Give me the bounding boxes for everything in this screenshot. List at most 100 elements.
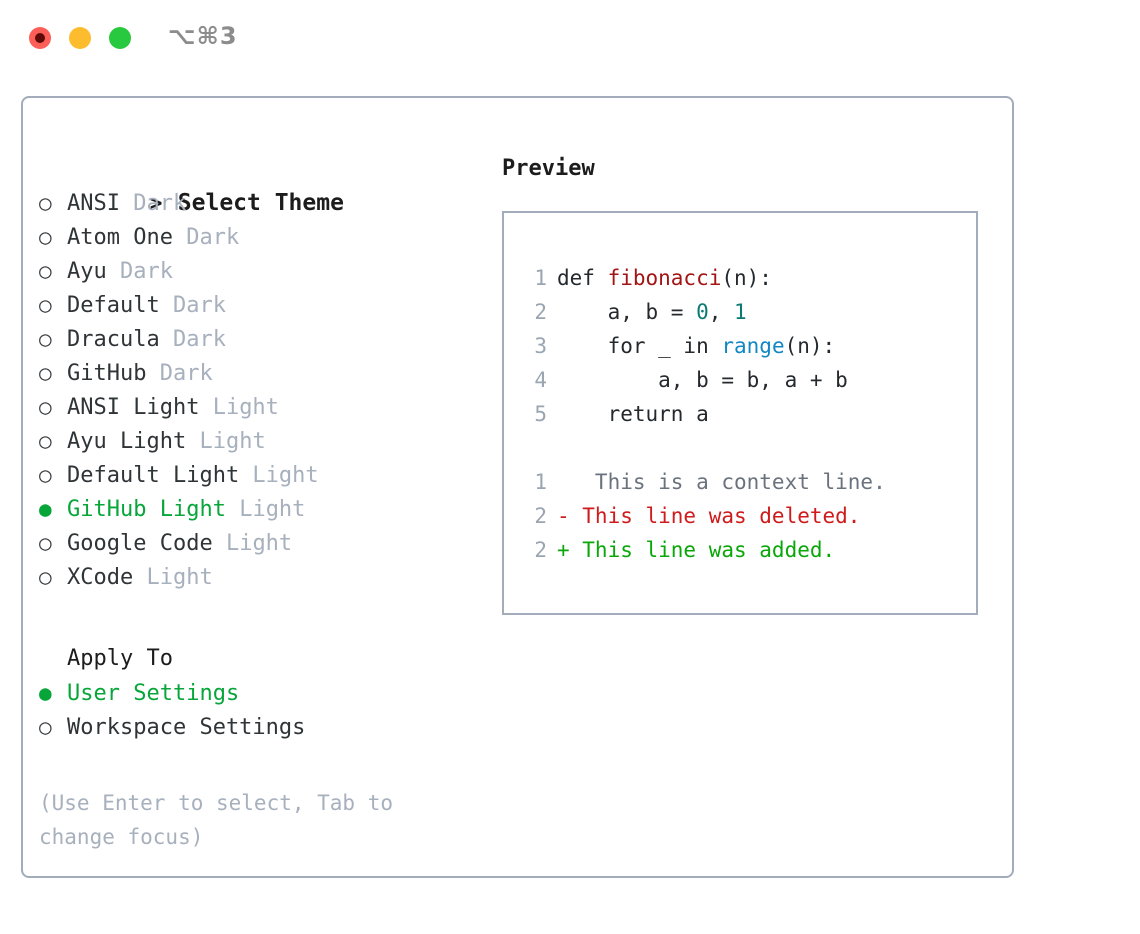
- theme-list-item[interactable]: ○XCode Light: [39, 560, 499, 594]
- theme-name-label: ANSI Light: [67, 395, 200, 420]
- diff-lines: 1 This is a context line.2- This line wa…: [504, 465, 976, 567]
- spacer: [504, 431, 976, 465]
- code-token: (n):: [721, 266, 772, 290]
- theme-list-item[interactable]: ○ Ayu Dark: [39, 254, 499, 288]
- theme-list-item[interactable]: ○ Atom One Dark: [39, 220, 499, 254]
- theme-variant-tag: Light: [239, 463, 319, 488]
- radio-unselected-icon: ○: [39, 225, 52, 249]
- radio-unselected-icon: ○: [39, 715, 52, 739]
- line-number: 4: [534, 368, 547, 392]
- theme-variant-tag: Light: [212, 531, 293, 556]
- apply-to-label: User Settings: [67, 681, 240, 706]
- theme-name-label: Dracula: [67, 327, 160, 352]
- code-token: ,: [708, 300, 735, 324]
- radio-unselected-icon: ○: [39, 293, 52, 317]
- spacer: [39, 594, 499, 642]
- code-token: return a: [557, 402, 709, 426]
- theme-list-item[interactable]: ○GitHub Dark: [39, 356, 499, 390]
- recording-icon: [35, 33, 45, 43]
- code-line: 5 return a: [504, 397, 976, 431]
- radio-unselected-icon: ○: [39, 531, 52, 555]
- theme-name-label: GitHub Light: [67, 497, 226, 522]
- theme-list-item[interactable]: ○ Default Light Light: [39, 458, 499, 492]
- keyboard-shortcut-label: ⌥⌘3: [168, 22, 238, 50]
- minimize-button[interactable]: [69, 27, 91, 49]
- select-theme-heading: > Select Theme: [39, 152, 499, 216]
- maximize-button[interactable]: [109, 27, 131, 49]
- code-token: def: [557, 266, 608, 290]
- theme-name-label: Ayu: [67, 259, 107, 284]
- theme-variant-tag: Light: [133, 565, 213, 590]
- theme-name-label: Default Light: [67, 463, 240, 488]
- code-token: range: [721, 334, 785, 358]
- radio-unselected-icon: ○: [39, 565, 52, 589]
- line-number: 2: [534, 504, 547, 528]
- code-text: return a: [547, 402, 709, 426]
- code-token: for _ in: [557, 334, 722, 358]
- code-text: def fibonacci(n):: [547, 266, 772, 290]
- line-number: 3: [534, 334, 547, 358]
- code-line: 4 a, b = b, a + b: [504, 363, 976, 397]
- code-text: a, b = 0, 1: [547, 300, 747, 324]
- code-token: 1: [734, 300, 747, 324]
- radio-selected-icon: ●: [39, 681, 52, 705]
- radio-unselected-icon: ○: [39, 191, 52, 215]
- settings-card: >Select Theme ○ANSI Dark○Atom One Dark○A…: [21, 96, 1014, 878]
- line-number: 2: [534, 300, 547, 324]
- radio-selected-icon: ●: [39, 497, 52, 521]
- code-token: 0: [696, 300, 709, 324]
- theme-variant-tag: Dark: [159, 327, 226, 352]
- diff-text: This is a context line.: [557, 470, 886, 494]
- preview-title: Preview: [502, 156, 595, 181]
- theme-name-label: Atom One: [67, 225, 173, 250]
- line-number: 1: [534, 266, 547, 290]
- line-number: 5: [534, 402, 547, 426]
- theme-list-item[interactable]: ○ Google Code Light: [39, 526, 499, 560]
- caret-icon: >: [149, 191, 163, 215]
- theme-variant-tag: Dark: [159, 293, 226, 318]
- code-line: 2 a, b = 0, 1: [504, 295, 976, 329]
- apply-to-heading: Apply To: [67, 646, 173, 671]
- apply-to-list: ● User Settings ○ Workspace Settings: [39, 676, 499, 744]
- theme-name-label: Ayu Light: [67, 429, 187, 454]
- diff-line: 1 This is a context line.: [504, 465, 976, 499]
- apply-to-option[interactable]: ○ Workspace Settings: [39, 710, 499, 744]
- theme-variant-tag: Dark: [119, 191, 187, 216]
- diff-line: 2 + This line was added.: [504, 533, 976, 567]
- theme-selector-panel: >Select Theme ○ANSI Dark○Atom One Dark○A…: [39, 152, 499, 854]
- theme-variant-tag: Dark: [106, 259, 173, 284]
- code-token: (n):: [784, 334, 836, 358]
- theme-variant-tag: Light: [186, 429, 266, 454]
- radio-unselected-icon: ○: [39, 327, 52, 351]
- theme-list-item[interactable]: ○ Default Dark: [39, 288, 499, 322]
- theme-list-item[interactable]: ○ Dracula Dark: [39, 322, 499, 356]
- select-theme-heading-label: Select Theme: [177, 190, 344, 216]
- radio-unselected-icon: ○: [39, 463, 52, 487]
- apply-to-option[interactable]: ● User Settings: [39, 676, 499, 710]
- radio-unselected-icon: ○: [39, 259, 52, 283]
- code-token: a, b =: [557, 300, 697, 324]
- diff-line: 2- This line was deleted.: [504, 499, 976, 533]
- titlebar: ⌥⌘3: [0, 0, 1140, 78]
- theme-list-item[interactable]: ○ANSI Dark: [39, 186, 499, 220]
- theme-list-item[interactable]: ○Ayu Light Light: [39, 424, 499, 458]
- line-number: 2: [534, 538, 547, 562]
- theme-variant-tag: Dark: [172, 225, 240, 250]
- theme-list-item[interactable]: ○ ANSI Light Light: [39, 390, 499, 424]
- theme-list: ○ANSI Dark○Atom One Dark○Ayu Dark○Defaul…: [39, 186, 499, 594]
- code-line: 3 for _ in range(n):: [504, 329, 976, 363]
- theme-name-label: Google Code: [67, 531, 213, 556]
- theme-list-item[interactable]: ●GitHub Light Light: [39, 492, 499, 526]
- theme-variant-tag: Light: [199, 395, 279, 420]
- theme-name-label: Default: [67, 293, 160, 318]
- radio-unselected-icon: ○: [39, 395, 52, 419]
- apply-to-label: Workspace Settings: [67, 715, 306, 740]
- theme-name-label: GitHub: [67, 361, 147, 386]
- diff-text: + This line was added.: [557, 538, 836, 562]
- hint-text: (Use Enter to select, Tab to change focu…: [39, 791, 394, 849]
